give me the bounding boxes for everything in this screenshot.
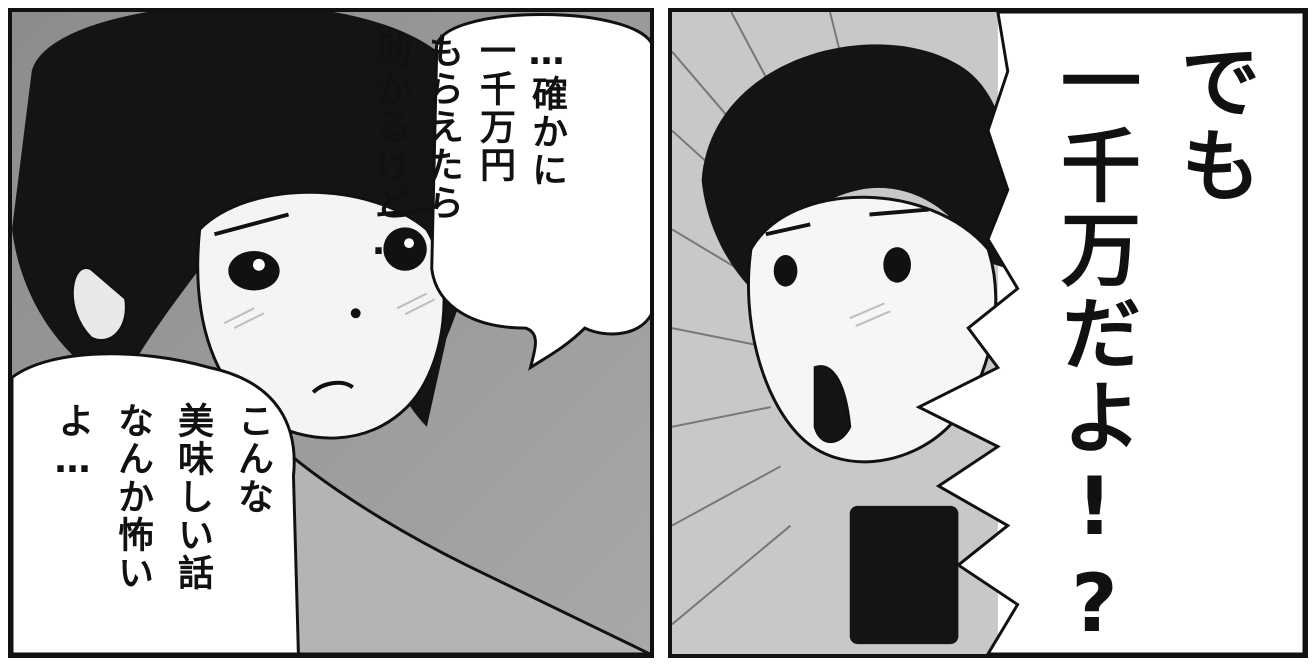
speech-bubble-bottom-text: こんな 美味しい話 なんか怖い よ… bbox=[52, 402, 273, 592]
shout-bubble bbox=[915, 12, 1304, 654]
character-ear bbox=[70, 266, 128, 342]
left-eye bbox=[228, 251, 280, 291]
speech-bubble-bottom bbox=[12, 352, 300, 654]
left-eye bbox=[773, 254, 798, 287]
phone bbox=[849, 505, 959, 645]
panel-left: …確かに 一千万円 もらえたら 助かるけど… こんな 美味しい話 なんか怖い よ… bbox=[8, 8, 654, 658]
character-mouth-open bbox=[813, 365, 852, 444]
right-eye bbox=[883, 247, 911, 283]
panel-left-artwork bbox=[12, 12, 650, 654]
panel-right: でも 一千万だよ!? bbox=[668, 8, 1308, 658]
speech-bubble-top bbox=[430, 13, 650, 371]
character-mouth bbox=[311, 380, 354, 394]
panel-right-artwork bbox=[672, 12, 1304, 654]
speech-bubble-top-text: …確かに 一千万円 もらえたら 助かるけど… bbox=[370, 32, 567, 265]
right-eye bbox=[383, 227, 427, 271]
shout-bubble-text: でも 一千万だよ!? bbox=[1048, 40, 1261, 654]
